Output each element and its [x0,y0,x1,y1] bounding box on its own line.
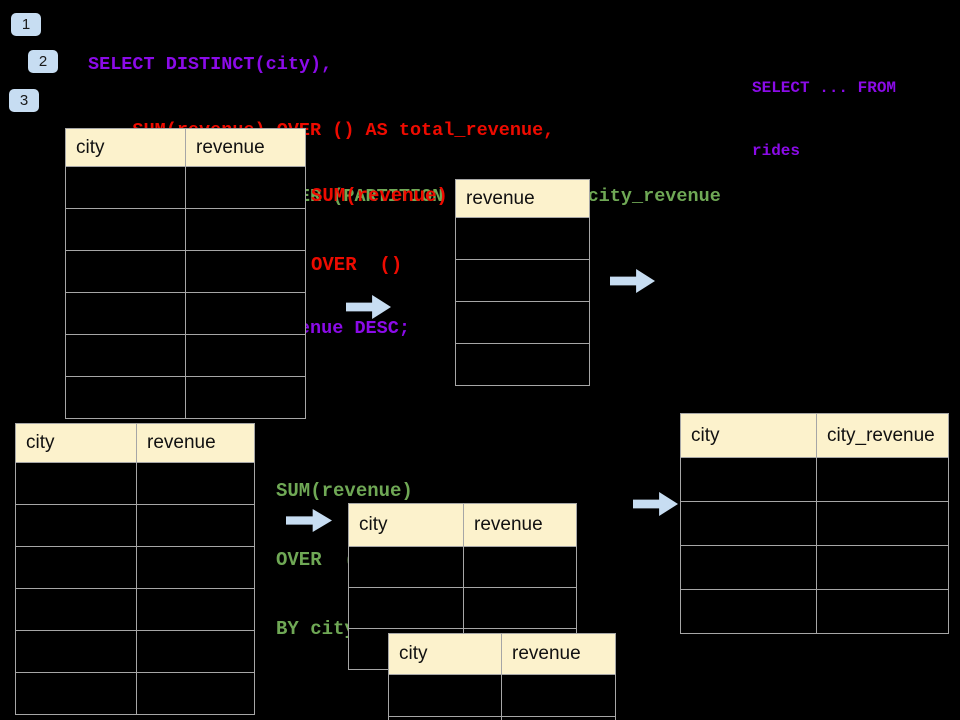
table-cell-empty [349,547,463,587]
table-cell-empty [186,251,305,292]
table-cell-empty [681,502,816,545]
sql-line-select: SELECT DISTINCT(city), [88,54,333,75]
table-cell-empty [817,590,948,633]
table-rides-input-top: city revenue [65,128,306,419]
table-cell-empty [817,546,948,589]
table-cell-empty [389,675,501,716]
table-cell-empty [186,377,305,418]
table-cell-empty [389,717,501,720]
arrow-right-icon-partition-step-2 [633,492,678,516]
table-cell-empty [66,377,185,418]
column-header-city: city [349,504,463,546]
table-cell-empty [186,167,305,208]
annotation-total-line-2: OVER () [311,254,403,276]
column-header-city: city [16,424,136,462]
column-header-revenue: revenue [137,424,254,462]
annotation-partition-line-1: SUM(revenue) [276,480,413,502]
table-cell-empty [502,717,615,720]
table-cell-empty [464,547,576,587]
table-cell-empty [456,218,589,259]
table-cell-empty [186,293,305,334]
column-header-revenue: revenue [502,634,615,674]
table-cell-empty [16,463,136,504]
table-cell-empty [186,209,305,250]
table-cell-empty [16,547,136,588]
table-cell-empty [137,505,254,546]
table-cell-empty [464,588,576,628]
table-cell-empty [66,335,185,376]
column-header-city: city [681,414,816,457]
table-cell-empty [137,463,254,504]
annotation-total-line-1: SUM(revenue) [311,185,448,207]
side-note-line-2: rides [752,142,801,160]
column-header-revenue: revenue [186,129,305,166]
table-cell-empty [137,673,254,714]
column-header-revenue: revenue [464,504,576,546]
table-cell-empty [456,260,589,301]
step-badge-2: 2 [28,50,58,73]
table-cell-empty [456,344,589,385]
table-cell-empty [681,458,816,501]
table-cell-empty [66,293,185,334]
side-note-select-from-rides: SELECT ... FROM rides [752,36,896,204]
table-partition-group-front: city revenue [388,633,616,720]
column-header-city: city [66,129,185,166]
side-note-line-1: SELECT ... FROM [752,79,897,97]
column-header-city-revenue: city_revenue [817,414,948,457]
column-header-city: city [389,634,501,674]
table-cell-empty [16,505,136,546]
step-badge-3: 3 [9,89,39,112]
table-cell-empty [16,631,136,672]
table-cell-empty [349,588,463,628]
table-cell-empty [681,546,816,589]
table-cell-empty [817,502,948,545]
table-cell-empty [66,251,185,292]
table-cell-empty [681,590,816,633]
step-badge-1: 1 [11,13,41,36]
table-rides-input-bottom: city revenue [15,423,255,715]
table-total-revenue-result: revenue [455,179,590,386]
table-cell-empty [66,209,185,250]
column-header-revenue: revenue [456,180,589,217]
table-cell-empty [16,673,136,714]
table-cell-empty [137,589,254,630]
table-cell-empty [66,167,185,208]
table-cell-empty [456,302,589,343]
table-cell-empty [817,458,948,501]
table-city-revenue-result: city city_revenue [680,413,949,634]
table-cell-empty [16,589,136,630]
table-cell-empty [186,335,305,376]
annotation-total-window: SUM(revenue) OVER () [311,139,448,323]
table-cell-empty [137,547,254,588]
table-cell-empty [137,631,254,672]
table-cell-empty [502,675,615,716]
